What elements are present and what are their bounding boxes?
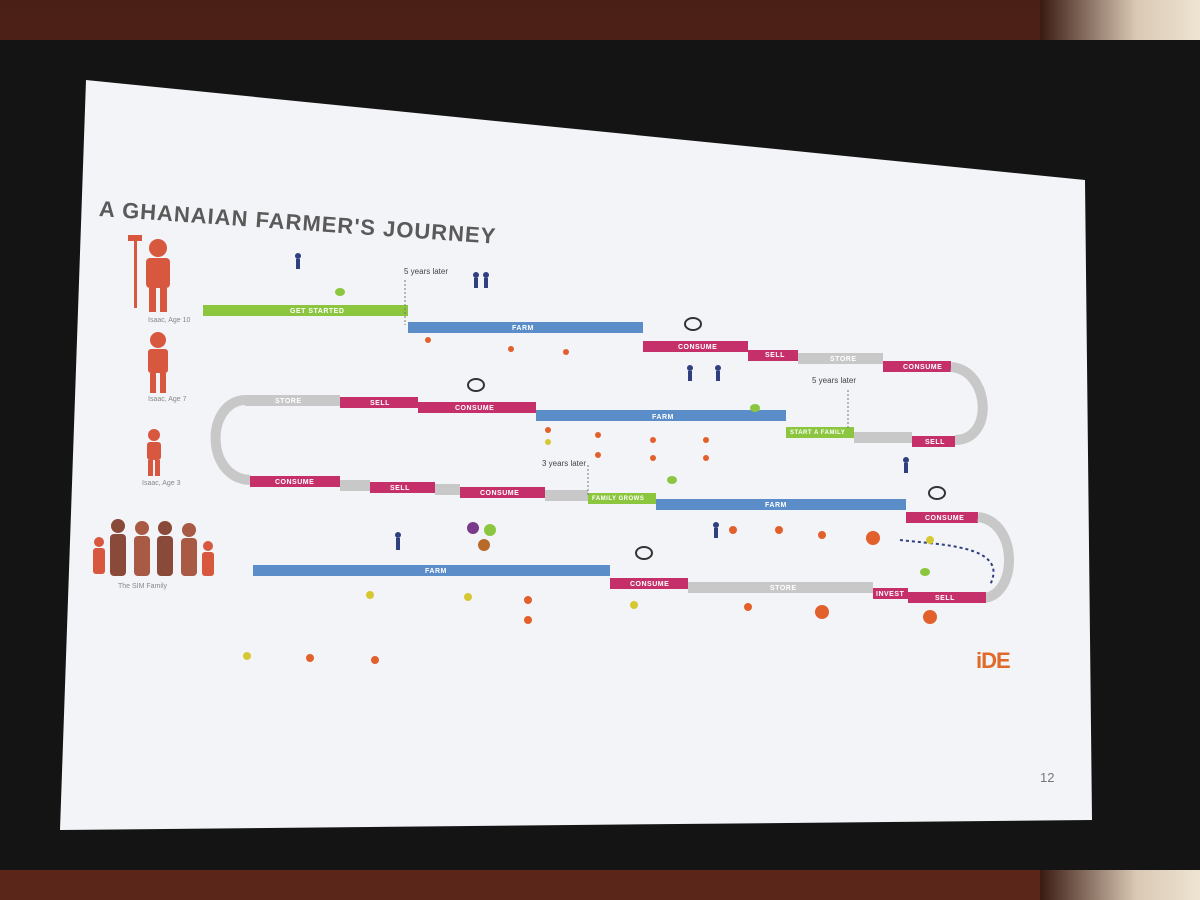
- page-number: 12: [1040, 770, 1055, 785]
- isaac-age3-icon: [147, 429, 161, 476]
- segment-label: CONSUME: [903, 364, 943, 371]
- segment-label: SELL: [925, 439, 945, 446]
- segment-label: SELL: [390, 485, 410, 492]
- person-label: Isaac, Age 10: [148, 317, 191, 324]
- segment-farm-r3: [656, 499, 906, 510]
- segment-label: FARM: [425, 568, 447, 575]
- segment-start-family: [786, 427, 854, 438]
- segment-label: CONSUME: [480, 490, 520, 497]
- timeline-row-2: [245, 395, 955, 447]
- segment-label: CONSUME: [455, 405, 495, 412]
- slide-surface: [60, 80, 1092, 830]
- note-dots-yellow: [243, 439, 934, 660]
- timeline-curve-left: [210, 395, 251, 485]
- segment-consume-2: [883, 361, 951, 372]
- segment-sell-r2: [340, 397, 418, 408]
- timeline-curve-right-1: [950, 362, 988, 445]
- person-label: The SIM Family: [118, 583, 168, 590]
- segment-sell-r4: [908, 592, 986, 603]
- segment-consume-r3b: [460, 487, 545, 498]
- segment-label: INVEST: [876, 591, 905, 598]
- segment-farm-r4: [253, 565, 610, 576]
- segment-consume-r3: [250, 476, 340, 487]
- segment-sell: [748, 350, 798, 361]
- segment-farm: [408, 322, 643, 333]
- pot-icons: [467, 317, 946, 560]
- isaac-age7-icon: [148, 332, 168, 393]
- timeline-row-3: [250, 476, 978, 523]
- person-label: Isaac, Age 3: [142, 480, 181, 487]
- segment-invest: [873, 588, 908, 599]
- segment-store: [798, 353, 883, 364]
- isaac-age10-icon: [128, 235, 170, 312]
- segment-farm-r2: [536, 410, 786, 421]
- segment-label: FAMILY GROWS: [592, 496, 645, 502]
- segment-family-grows: [588, 493, 656, 504]
- segment-label: STORE: [770, 585, 797, 592]
- segment-label: START A FAMILY: [790, 430, 846, 436]
- segment-consume-r3c: [906, 512, 978, 523]
- segment-store-r2b: [854, 432, 912, 443]
- segment-label: FARM: [652, 414, 674, 421]
- timeline-row-1: [203, 305, 951, 372]
- segment-label: FARM: [512, 325, 534, 332]
- segment-store-r4: [688, 582, 873, 593]
- time-note: 3 years later: [542, 459, 587, 468]
- segment-store-r2: [245, 395, 340, 406]
- segment-consume-r2: [418, 402, 536, 413]
- segment-label: GET STARTED: [290, 308, 345, 315]
- segment-label: SELL: [935, 595, 955, 602]
- segment-label: CONSUME: [678, 344, 718, 351]
- segment-label: CONSUME: [275, 479, 315, 486]
- time-note: 5 years later: [404, 267, 449, 276]
- activity-icons: [295, 253, 909, 550]
- time-note: 5 years later: [812, 376, 857, 385]
- note-dots: [306, 337, 937, 664]
- person-label: Isaac, Age 7: [148, 396, 187, 403]
- segment-sell-r3: [370, 482, 435, 493]
- segment-consume-r4: [610, 578, 688, 589]
- segment-label: CONSUME: [630, 581, 670, 588]
- ide-logo: iDE: [976, 648, 1011, 673]
- segment-consume: [643, 341, 748, 352]
- timeline-row-4: [253, 565, 986, 603]
- segment-label: SELL: [370, 400, 390, 407]
- segment-get-started: [203, 305, 408, 316]
- segment-label: STORE: [830, 356, 857, 363]
- segment-sell-r2b: [912, 436, 955, 447]
- sim-family-icon: [93, 519, 214, 576]
- timeline-curve-right-2: [976, 512, 1014, 603]
- segment-label: STORE: [275, 398, 302, 405]
- segment-label: FARM: [765, 502, 787, 509]
- segment-label: SELL: [765, 352, 785, 359]
- segment-label: CONSUME: [925, 515, 965, 522]
- crop-icons: [335, 288, 930, 576]
